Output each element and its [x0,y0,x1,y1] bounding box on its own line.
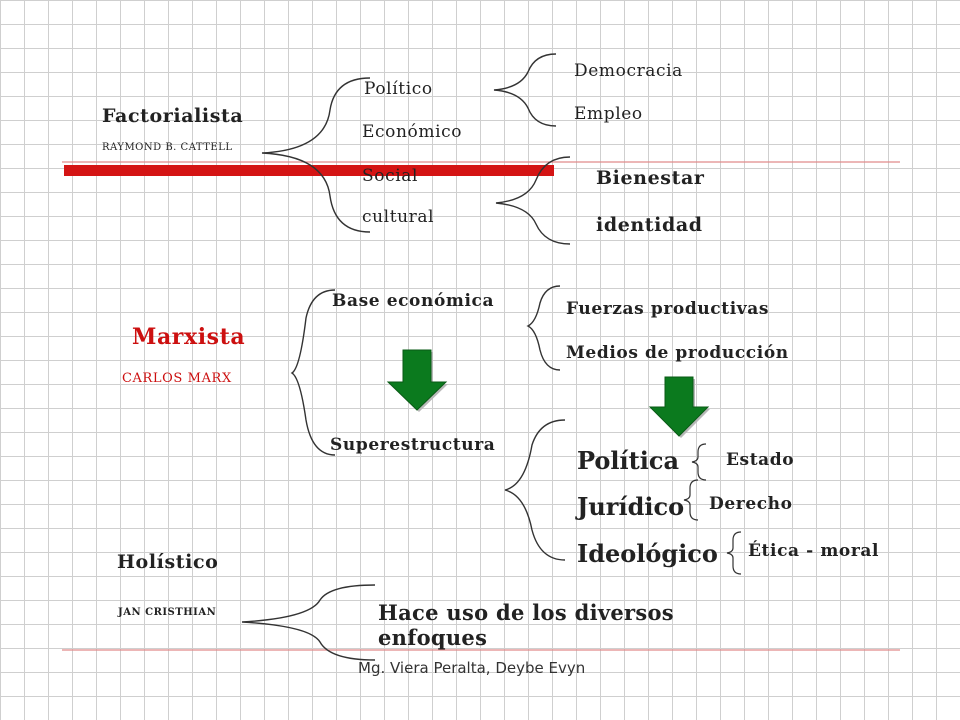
item-juridico: Jurídico [577,492,685,521]
branch-politico: Político [364,79,433,99]
accent-red-bar [64,165,554,176]
item-medios-produccion: Medios de producción [566,343,789,363]
item-estado: Estado [726,450,795,470]
brace-super-items [504,419,566,561]
holistico-author: JAN CRISTHIAN [118,607,217,618]
item-ideologico: Ideológico [577,539,718,568]
holistico-description: Hace uso de los diversos enfoques [378,600,674,651]
item-democracia: Democracia [574,61,683,81]
item-fuerzas-productivas: Fuerzas productivas [566,299,770,319]
item-bienestar: Bienestar [596,167,705,189]
branch-economico: Económico [362,122,463,142]
brace-marxista [290,289,336,456]
item-derecho: Derecho [709,494,793,514]
factorialista-author: RAYMOND B. CATTELL [102,142,233,153]
branch-social: Social [362,166,419,186]
branch-cultural: cultural [362,207,435,227]
base-economica-label: Base económica [332,291,495,311]
arrow-down-icon [386,349,448,412]
brace-holistico [241,584,376,661]
item-etica-moral: Ética - moral [748,541,880,561]
marxista-author: CARLOS MARX [122,371,232,386]
footer-author: Mg. Viera Peralta, Deybe Evyn [358,659,586,677]
brace-bienestar-identidad [495,156,571,245]
superestructura-label: Superestructura [330,435,496,455]
item-empleo: Empleo [574,104,643,124]
item-politica: Política [577,446,680,475]
brace-derecho [683,479,699,521]
item-identidad: identidad [596,214,703,236]
brace-etica [726,531,742,575]
brace-estado [691,443,707,481]
factorialista-title: Factorialista [102,105,244,127]
brace-factorialista [261,77,371,233]
holistico-title: Holístico [117,551,219,573]
brace-base-items [526,285,561,371]
arrow-down-icon [648,376,710,438]
brace-democracia-empleo [493,53,557,127]
marxista-title: Marxista [132,324,246,350]
